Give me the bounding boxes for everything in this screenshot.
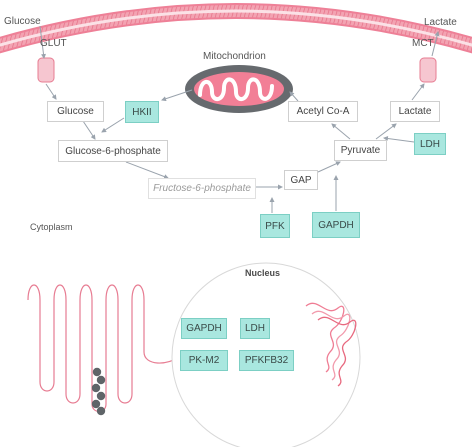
nucleus-ldh-box: LDH (240, 318, 270, 339)
nucleus-pfkfb32-box: PFKFB32 (239, 350, 294, 371)
glucose-outside-label: Glucose (4, 16, 41, 27)
arrow-pyruvate-lactate (375, 123, 397, 140)
arrow-hkii (101, 117, 125, 133)
mct-transporter-icon (419, 57, 437, 83)
pyruvate-box: Pyruvate (334, 140, 387, 161)
arrow-g6p-f6p (125, 161, 169, 179)
arrow-gap-pyruvate (317, 161, 341, 173)
arrow-acetylcoa-mito (289, 91, 299, 102)
cell-membrane (0, 3, 472, 54)
folded-strand-icon (27, 284, 181, 416)
glucose-6-phosphate-box: Glucose-6-phosphate (58, 140, 168, 162)
lactate-outside-label: Lactate (424, 17, 457, 28)
nucleus-gapdh-box: GAPDH (181, 318, 227, 339)
pathway-arrows (39, 25, 440, 213)
mitochondrion-icon (185, 65, 293, 113)
bead-cluster-icon (91, 367, 106, 416)
nucleus-pk-m2-box: PK-M2 (180, 350, 228, 371)
glut-label: GLUT (40, 38, 67, 49)
arrow-glucose-g6p (82, 120, 96, 140)
dna-strands-icon (305, 302, 357, 387)
acetyl-coa-box: Acetyl Co-A (288, 101, 358, 122)
arrow-mito-hkii (161, 89, 193, 102)
arrow-glucose-in (39, 25, 46, 59)
glut-transporter-icon (37, 57, 55, 83)
lactate-box: Lactate (390, 101, 440, 122)
arrow-pyruvate-acetylcoa (331, 123, 351, 140)
arrow-lactate-out (431, 31, 440, 57)
arrow-glut-glucose (45, 83, 57, 100)
pfk-enzyme-box: PFK (260, 214, 290, 238)
nucleus-label: Nucleus (245, 268, 281, 278)
cytoplasm-label: Cytoplasm (30, 222, 73, 232)
hkii-enzyme-box: HKII (125, 101, 159, 123)
fructose-6-phosphate-box: Fructose-6-phosphate (148, 178, 256, 199)
arrow-lactate-mct (411, 83, 425, 101)
gap-box: GAP (284, 170, 318, 190)
ldh-enzyme-box: LDH (414, 133, 446, 155)
arrow-ldh (383, 136, 415, 143)
gapdh-enzyme-box: GAPDH (312, 212, 360, 238)
mitochondrion-label: Mitochondrion (203, 51, 266, 62)
mct-label: MCT (412, 38, 434, 49)
glucose-box: Glucose (47, 101, 104, 122)
